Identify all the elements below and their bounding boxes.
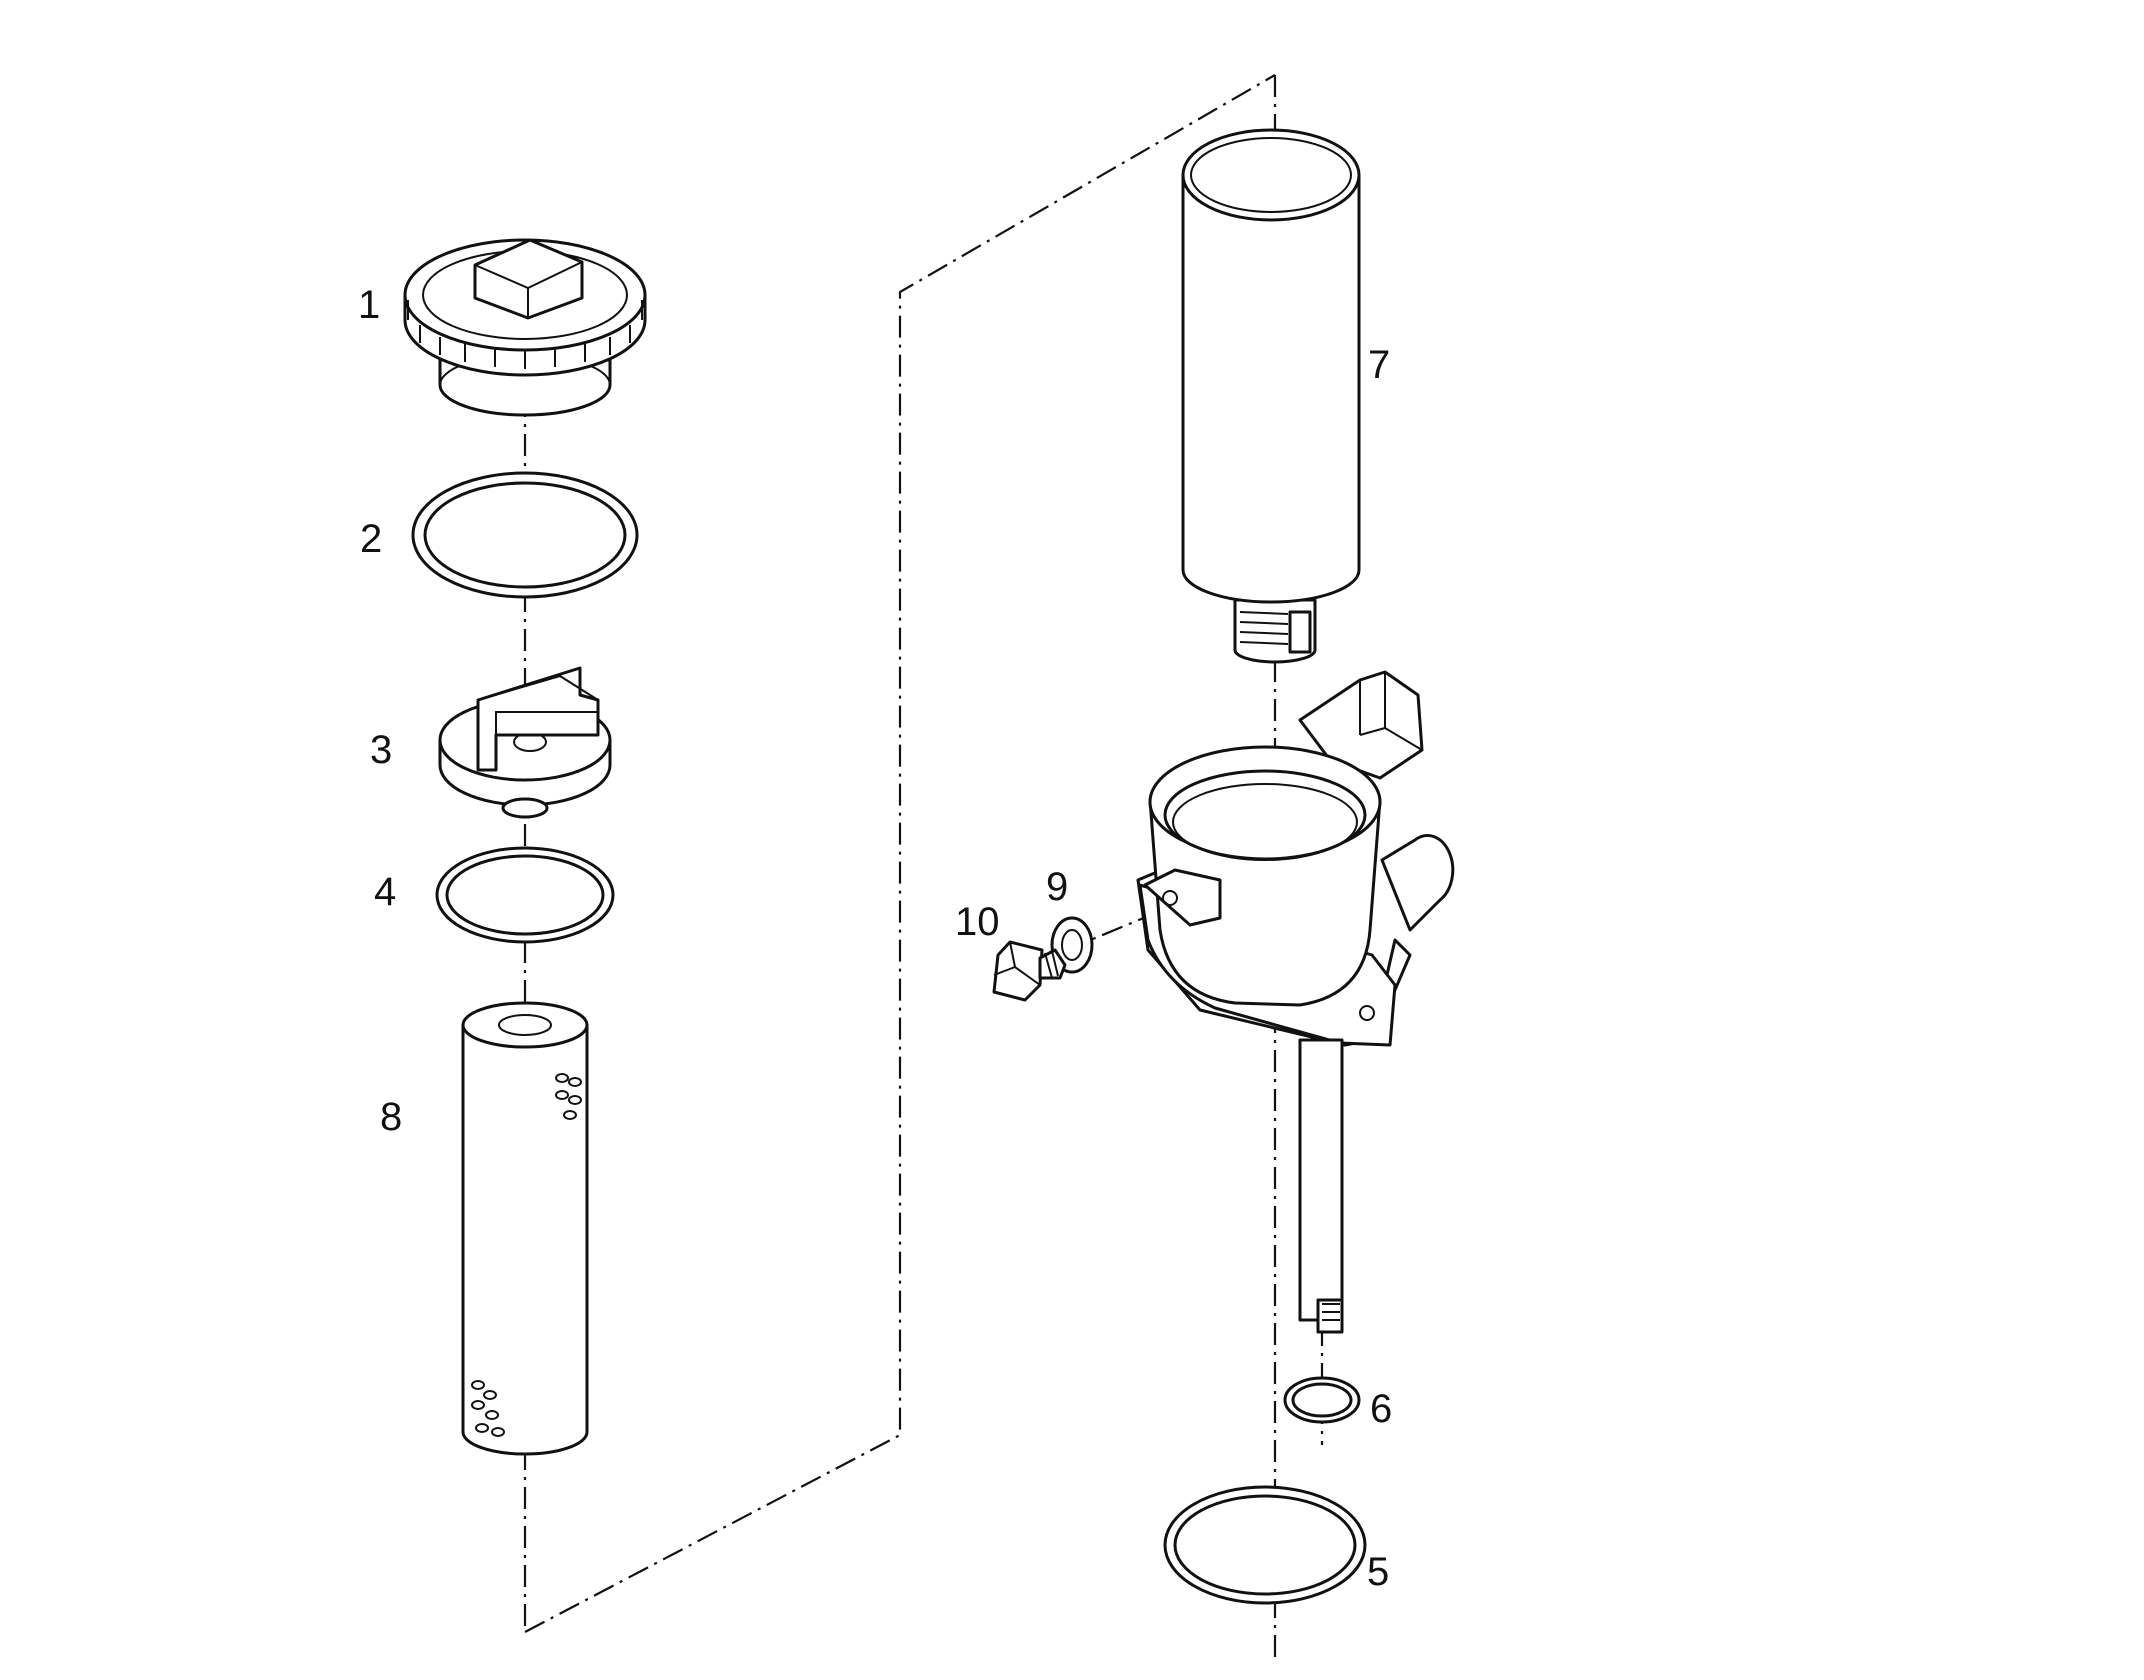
part-10-drain-plug <box>992 940 1067 1002</box>
part-1-cap <box>403 238 647 417</box>
part-4-o-ring <box>435 846 615 944</box>
part-number-labels: 1 2 3 4 5 6 7 8 9 10 <box>358 283 1392 1594</box>
part-label: 2 <box>360 517 382 561</box>
part-label: 7 <box>1368 343 1390 387</box>
filter-housing <box>1136 670 1455 1334</box>
part-label: 6 <box>1370 1387 1392 1431</box>
part-8-filter-cartridge <box>461 1001 589 1456</box>
part-7-filter-bowl <box>1181 128 1361 664</box>
part-label: 1 <box>358 283 380 327</box>
part-2-o-ring <box>411 471 639 599</box>
part-6-small-o-ring <box>1283 1376 1361 1424</box>
part-3-valve-insert <box>438 666 612 819</box>
part-label: 4 <box>374 870 396 914</box>
part-5-o-ring <box>1163 1485 1367 1605</box>
part-label: 8 <box>380 1095 402 1139</box>
part-label: 3 <box>370 728 392 772</box>
part-label: 9 <box>1046 865 1068 909</box>
part-label: 5 <box>1367 1550 1389 1594</box>
part-label: 10 <box>955 900 1000 944</box>
